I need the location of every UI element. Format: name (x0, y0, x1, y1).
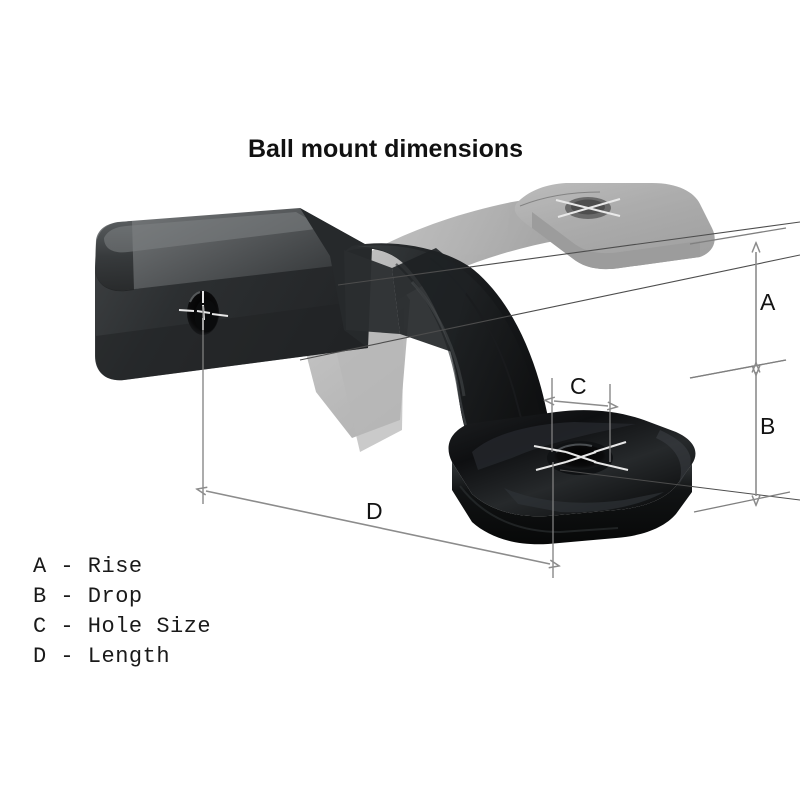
dimension-b-ext-bottom (693, 491, 791, 513)
pin-hole-highlight (189, 291, 201, 303)
dimension-c: C (552, 373, 610, 462)
drop-arm-assembly (344, 243, 560, 470)
legend-item-a: A - Rise (33, 554, 143, 579)
pin-hole-inner (194, 299, 218, 333)
dimension-a-label: A (760, 289, 776, 315)
arm-shank-wedge-2 (392, 248, 470, 352)
legend: A - Rise B - Drop C - Hole Size D - Leng… (33, 554, 211, 669)
arm-shank-wedge (344, 250, 400, 334)
shank-lower-shadow (96, 300, 368, 381)
ball-platform-assembly (448, 410, 696, 545)
legend-item-c: C - Hole Size (33, 614, 211, 639)
legend-item-d: D - Length (33, 644, 170, 669)
reference-line-top (337, 221, 800, 286)
dimension-b: B (689, 359, 791, 513)
page-title: Ball mount dimensions (248, 135, 523, 163)
shank-top-highlight (104, 212, 324, 253)
dimension-c-line (554, 401, 608, 406)
dimension-c-label: C (570, 373, 587, 399)
reference-line-mid (299, 254, 800, 361)
ghost-hole-crosshair (555, 198, 621, 218)
ghost-platform-side (532, 212, 700, 270)
dimension-b-ext-top (689, 359, 787, 379)
dimension-a-ext-top (689, 227, 787, 245)
platform-right-highlight (656, 430, 691, 486)
dimension-d: D (203, 306, 553, 578)
dimension-d-label: D (366, 498, 383, 524)
dimension-d-line (206, 491, 550, 564)
legend-item-b: B - Drop (33, 584, 143, 609)
dimension-b-label: B (760, 413, 775, 439)
drop-arm-gloss (410, 280, 466, 397)
platform-gloss-upper (472, 422, 636, 470)
shank-assembly (95, 208, 372, 381)
